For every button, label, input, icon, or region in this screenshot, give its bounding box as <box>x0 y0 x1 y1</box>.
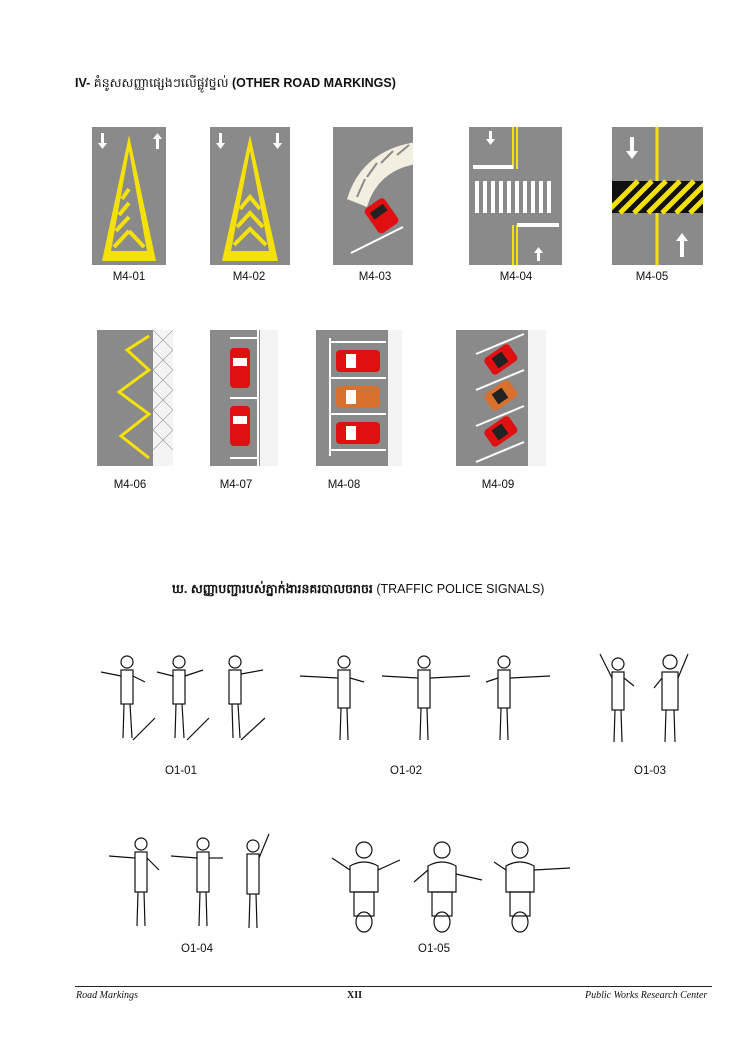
road-marking-m4-07-image <box>210 330 278 466</box>
footer-right-text: Public Works Research Center <box>585 990 708 1001</box>
road-marking-m4-01-image <box>92 127 166 265</box>
section-iv-title-khmer: គំនូសសញ្ញាផ្សេងៗលើផ្លូវថ្នល់ <box>93 76 229 90</box>
footer-page-number: XII <box>347 990 363 1001</box>
road-marking-code: M4-04 <box>499 271 533 283</box>
road-marking-code: M4-08 <box>327 479 361 491</box>
police-section-title-english: (TRAFFIC POLICE SIGNALS) <box>376 582 545 596</box>
police-signal-code: O1-02 <box>390 765 422 777</box>
road-marking-code: M4-06 <box>113 479 147 491</box>
road-marking-m4-09-image <box>456 330 546 466</box>
road-marking-code: M4-07 <box>219 479 253 491</box>
road-marking-code: M4-03 <box>358 271 392 283</box>
footer-left-text: Road Markings <box>76 990 138 1001</box>
police-signal-code: O1-04 <box>181 943 213 955</box>
police-signal-code: O1-01 <box>165 765 197 777</box>
road-marking-m4-05-image <box>612 127 703 265</box>
police-signal-o1-04-image <box>108 833 270 929</box>
police-signal-code: O1-03 <box>634 765 666 777</box>
section-iv-prefix: IV- <box>75 76 91 90</box>
section-iv-heading: IV- គំនូសសញ្ញាផ្សេងៗលើផ្លូវថ្នល់ (OTHER … <box>75 76 396 94</box>
police-signal-o1-02-image <box>299 655 551 741</box>
road-marking-code: M4-05 <box>635 271 669 283</box>
road-marking-m4-02-image <box>210 127 290 265</box>
police-signal-o1-01-image <box>100 655 266 741</box>
road-marking-m4-08-image <box>316 330 402 466</box>
road-marking-m4-04-image <box>469 127 562 265</box>
section-iv-title-english: (OTHER ROAD MARKINGS) <box>231 76 396 90</box>
police-signal-o1-05-image <box>331 841 571 933</box>
police-signal-o1-03-image <box>599 653 689 743</box>
police-section-heading: ឃ. សញ្ញាបញ្ជារបស់ភ្នាក់ងារនគរបាលចរាចរ (T… <box>172 582 544 600</box>
road-marking-m4-06-image <box>97 330 173 466</box>
road-marking-code: M4-02 <box>232 271 266 283</box>
road-marking-m4-03-image <box>333 127 424 265</box>
police-signal-code: O1-05 <box>418 943 450 955</box>
road-marking-code: M4-01 <box>112 271 146 283</box>
police-section-prefix: ឃ. <box>172 582 188 596</box>
road-marking-code: M4-09 <box>481 479 515 491</box>
footer-divider <box>75 986 712 987</box>
police-section-title-khmer: សញ្ញាបញ្ជារបស់ភ្នាក់ងារនគរបាលចរាចរ <box>190 582 373 596</box>
